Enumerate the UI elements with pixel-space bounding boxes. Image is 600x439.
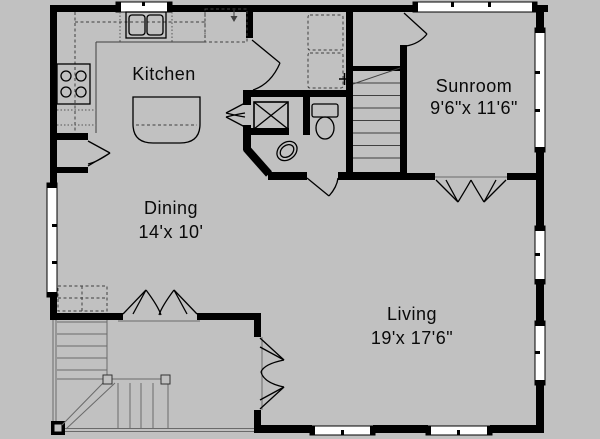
wall	[50, 5, 118, 12]
room-label-sunroom: Sunroom	[436, 76, 513, 96]
doors	[87, 12, 507, 410]
hall-door	[251, 39, 281, 91]
wall	[254, 425, 312, 433]
window-living-bottom-right	[425, 425, 493, 436]
room-dims-sunroom: 9'6"x 11'6"	[430, 98, 518, 118]
washer-icon	[307, 14, 344, 51]
wall	[50, 5, 57, 133]
room-label-kitchen: Kitchen	[132, 64, 196, 84]
wall	[490, 425, 541, 433]
window-dining-left	[46, 182, 58, 298]
winder-tread	[61, 381, 105, 426]
room-dims-dining: 14'x 10'	[139, 222, 204, 242]
wall	[197, 313, 261, 320]
corner-sink-icon	[276, 140, 298, 162]
wall	[400, 173, 435, 180]
stairs-up	[352, 67, 401, 159]
windows	[46, 1, 546, 436]
wall-stub	[243, 97, 251, 105]
room-dims-living: 19'x 17'6"	[371, 328, 453, 348]
wall	[536, 383, 544, 433]
stairs-down-winder	[57, 320, 171, 430]
bathroom-door	[306, 177, 339, 197]
shower-x-box-icon	[253, 101, 289, 130]
wall	[254, 410, 261, 425]
utility-cross-icon	[339, 73, 351, 85]
wall	[303, 90, 310, 135]
foyer-double-doors	[259, 337, 285, 410]
stair-break-line	[352, 67, 401, 85]
diagonal-wall	[243, 145, 272, 177]
window-sunroom-right	[534, 27, 546, 153]
wall	[268, 172, 307, 180]
wall	[50, 173, 57, 185]
toilet-icon	[311, 103, 339, 140]
wall	[346, 12, 353, 172]
exterior-walls	[50, 5, 548, 435]
wall	[535, 5, 548, 12]
newel-post	[160, 374, 171, 385]
interior-walls	[50, 12, 544, 425]
dining-french-doors	[118, 289, 200, 322]
room-labels: Kitchen Sunroom 9'6"x 11'6" Dining 14'x …	[132, 64, 518, 348]
corner-post-inner	[54, 424, 62, 432]
room-label-dining: Dining	[144, 198, 198, 218]
kitchen-fixtures	[56, 8, 248, 144]
window-sunroom-top	[412, 1, 538, 13]
wall	[536, 282, 544, 323]
range-cooktop-icon	[56, 63, 91, 105]
double-sink-icon	[125, 11, 167, 39]
wall	[243, 128, 289, 135]
sunroom-door	[403, 12, 428, 47]
wall	[50, 140, 57, 173]
side-alcove-door	[87, 140, 111, 167]
closet-bifold-doors	[225, 102, 246, 128]
wall	[243, 133, 251, 150]
winder-tread	[65, 382, 116, 430]
wall	[50, 295, 57, 318]
window-living-bottom-left	[309, 425, 376, 436]
refrigerator-icon	[204, 8, 248, 43]
wall	[243, 90, 353, 97]
window-living-right-upper	[534, 225, 546, 285]
wall	[50, 313, 123, 320]
wall-stub	[50, 167, 88, 173]
wall	[373, 425, 428, 433]
wall	[246, 12, 253, 38]
wall	[170, 5, 415, 12]
island-icon	[132, 96, 201, 144]
wall	[536, 150, 544, 228]
laundry-fixtures	[307, 14, 351, 89]
newel-post	[102, 374, 113, 385]
wall-stub	[50, 133, 88, 140]
wall	[536, 12, 544, 30]
wall	[254, 320, 261, 337]
stair-landing-edge	[353, 66, 400, 71]
sunroom-french-doors	[435, 176, 507, 203]
bathroom-fixtures	[253, 101, 339, 162]
window-living-right-lower	[534, 320, 546, 386]
dryer-icon	[307, 52, 344, 89]
optional-builtin-icon	[57, 285, 108, 312]
room-label-living: Living	[387, 304, 437, 324]
wall	[400, 45, 407, 173]
wall	[338, 172, 407, 180]
window-kitchen-top	[115, 1, 173, 13]
wall	[507, 173, 544, 180]
